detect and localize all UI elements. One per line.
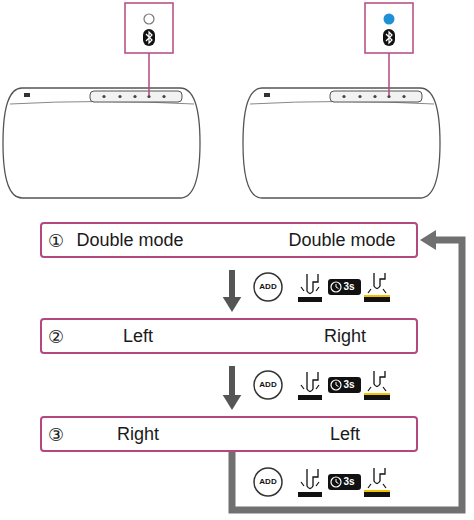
speaker-role: Right (324, 326, 366, 347)
speaker-role: Double mode (288, 230, 395, 251)
connector (229, 366, 235, 398)
step-number: ③ (48, 424, 64, 445)
hold-time: 3s (343, 477, 354, 487)
button-steps (254, 468, 390, 497)
hold-time: 3s (343, 380, 354, 390)
indicator-off (144, 14, 154, 24)
button-label: ADD (259, 283, 276, 291)
speaker-role: Left (123, 326, 153, 347)
speaker-role: Left (330, 424, 360, 445)
button-label: ADD (259, 381, 276, 389)
step-number: ① (48, 230, 64, 251)
flow-arrow (223, 366, 242, 410)
connector (229, 270, 235, 300)
arrow-head (223, 395, 242, 410)
connector (232, 240, 462, 510)
flow-arrow (232, 230, 462, 510)
mode-band: ② Left Right (40, 318, 418, 354)
hold-time: 3s (343, 282, 354, 292)
speaker-role: Double mode (76, 230, 183, 251)
indicator-blue (384, 14, 395, 25)
step-number: ② (48, 326, 64, 347)
button-label: ADD (259, 478, 276, 486)
arrow-head (223, 297, 242, 312)
speaker-role: Right (117, 424, 159, 445)
mode-band: ③ Right Left (40, 416, 418, 452)
mode-band: ① Double mode Double mode (40, 222, 418, 258)
speaker-right (243, 3, 440, 198)
flow-arrow (223, 270, 242, 312)
button-steps (254, 371, 390, 400)
button-steps (254, 273, 390, 302)
arrow-head (420, 230, 436, 250)
speaker-left (3, 3, 200, 198)
